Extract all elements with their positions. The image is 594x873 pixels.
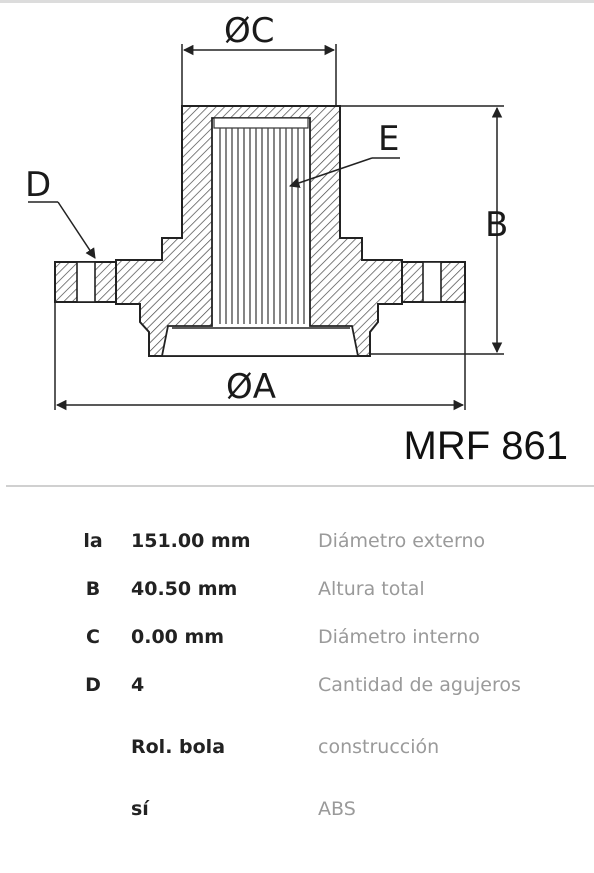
- spec-value: 0.00 mm: [131, 626, 225, 648]
- top-border: [0, 0, 594, 3]
- spec-key: D: [85, 674, 101, 696]
- dimension-c: [181, 44, 337, 106]
- spec-row: sí ABS: [0, 798, 594, 838]
- spec-description: Diámetro externo: [318, 530, 486, 552]
- spec-key: la: [83, 530, 103, 552]
- leader-d: [28, 201, 96, 259]
- spec-value: 151.00 mm: [131, 530, 251, 552]
- spec-row: la 151.00 mm Diámetro externo: [0, 530, 594, 570]
- bolt-hole-left: [76, 261, 96, 303]
- spec-description: construcción: [318, 736, 440, 758]
- spec-description: Cantidad de agujeros: [318, 674, 521, 696]
- label-c: ØC: [224, 11, 275, 51]
- spec-description: Diámetro interno: [318, 626, 480, 648]
- hub-cross-section-diagram: ØC B ØA E D: [25, 11, 508, 411]
- label-e: E: [378, 119, 399, 159]
- spec-row: D 4 Cantidad de agujeros: [0, 674, 594, 714]
- bolt-hole-right: [422, 261, 442, 303]
- dimension-a: [54, 302, 466, 411]
- spec-key: B: [85, 578, 101, 600]
- inner-bore: [160, 117, 360, 357]
- dimension-b: [340, 105, 504, 355]
- spec-value: 40.50 mm: [131, 578, 238, 600]
- spec-key: C: [86, 626, 100, 648]
- spec-row: C 0.00 mm Diámetro interno: [0, 626, 594, 666]
- spec-description: Altura total: [318, 578, 425, 600]
- spec-description: ABS: [318, 798, 356, 820]
- spline-teeth: [219, 128, 305, 324]
- bore-top-ring: [213, 117, 309, 129]
- spec-row: Rol. bola construcción: [0, 736, 594, 776]
- spec-value: Rol. bola: [131, 736, 226, 758]
- section-divider: [6, 485, 594, 487]
- label-a: ØA: [226, 367, 276, 407]
- spec-value: sí: [131, 798, 149, 820]
- label-b: B: [485, 205, 508, 245]
- label-d: D: [25, 165, 51, 205]
- leader-e: [289, 157, 400, 188]
- product-code: MRF 861: [403, 424, 569, 468]
- spec-value: 4: [131, 674, 145, 696]
- spec-row: B 40.50 mm Altura total: [0, 578, 594, 618]
